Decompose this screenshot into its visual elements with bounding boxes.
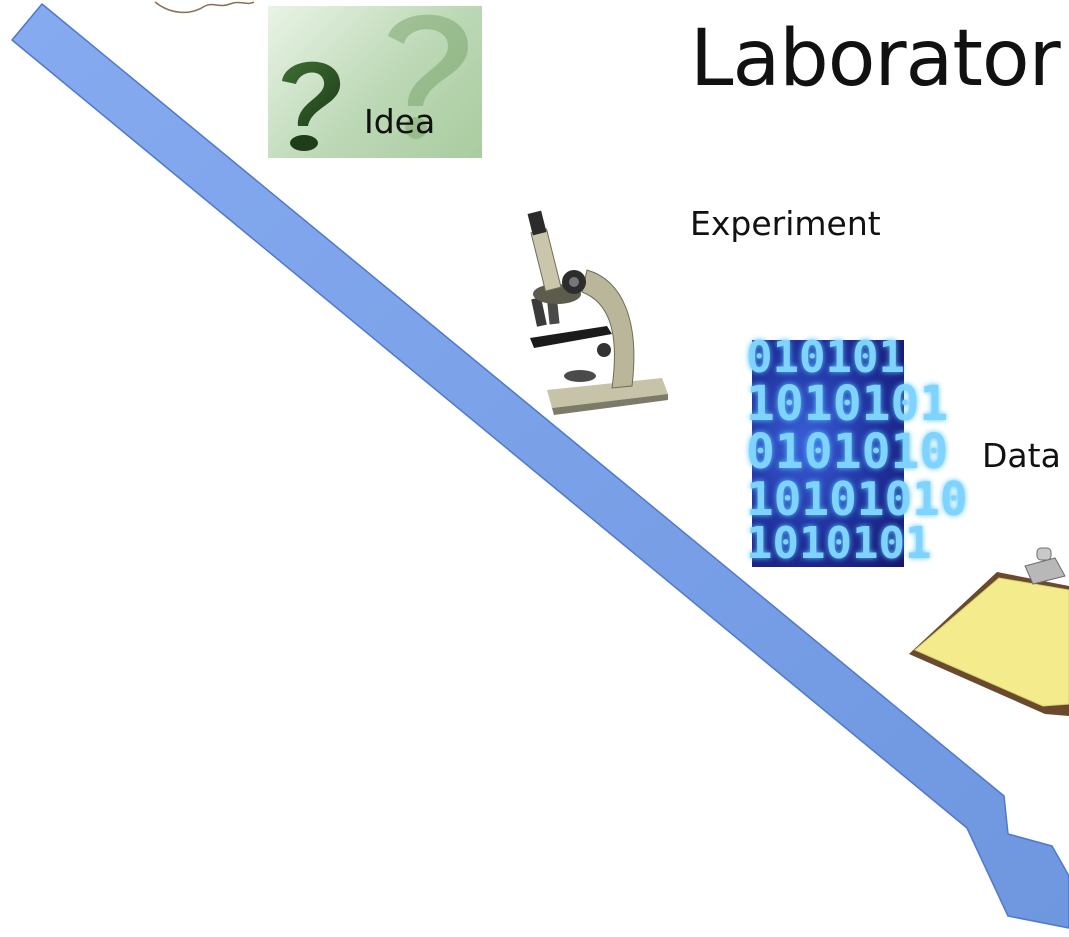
binary-code-image: 010101 1010101 0101010 10101010 1010101	[746, 336, 968, 567]
microscope-image	[527, 210, 668, 415]
binary-row: 1010101	[746, 376, 949, 432]
binary-digits: 010101 1010101 0101010 10101010 1010101	[746, 332, 968, 569]
experiment-label: Experiment	[690, 204, 881, 243]
idea-label: Idea	[364, 102, 436, 141]
slide-title: Laborator	[690, 14, 1061, 104]
binary-row: 1010101	[746, 518, 932, 569]
doodle-fragment	[154, 1, 255, 14]
binary-row: 10101010	[746, 472, 968, 526]
binary-row: 010101	[746, 332, 905, 383]
binary-row: 0101010	[746, 424, 949, 480]
data-label: Data	[982, 436, 1061, 475]
clipboard-image	[909, 547, 1069, 716]
